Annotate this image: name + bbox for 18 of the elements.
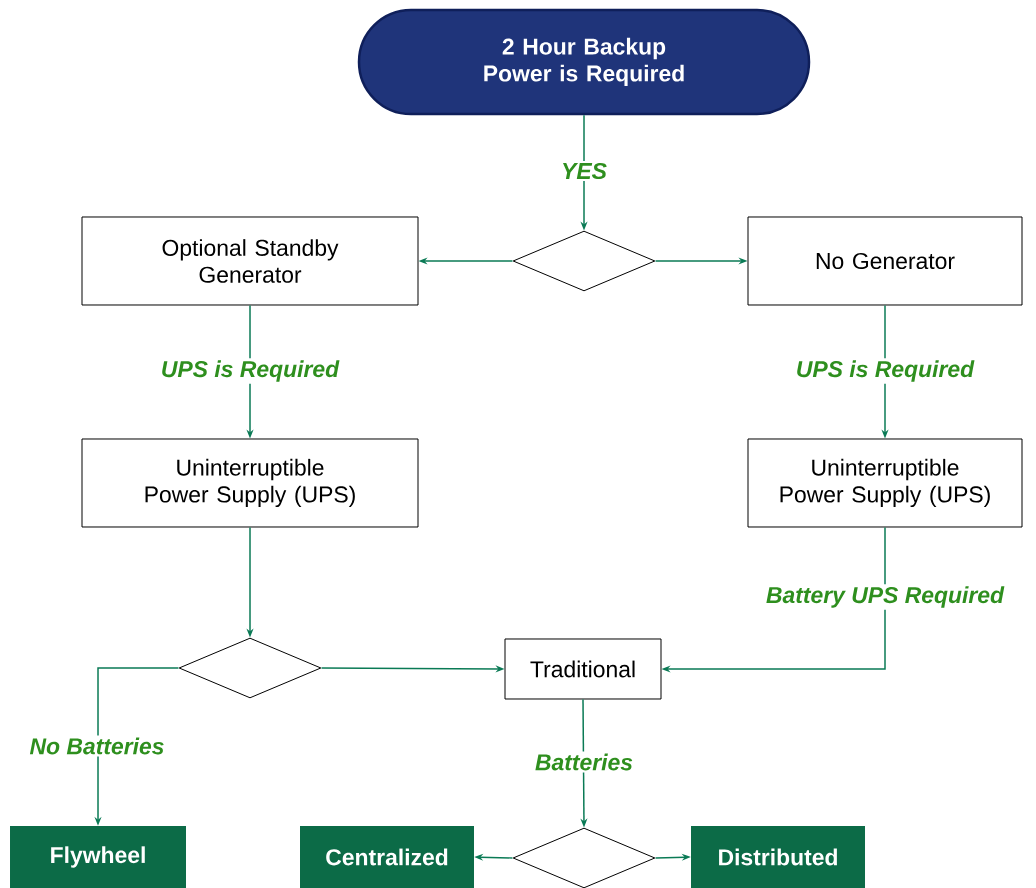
process-box: Optional Standby Generator (81, 216, 419, 306)
edge-label: Battery UPS Required (763, 584, 1007, 610)
decision-diamond (512, 827, 656, 888)
process-box: No Generator (747, 216, 1023, 306)
end-box: Flywheel (10, 826, 186, 888)
edge-label: UPS is Required (793, 358, 977, 384)
process-box: Uninterruptible Power Supply (UPS) (747, 438, 1023, 528)
end-box: Distributed (691, 826, 865, 888)
decision-diamond (178, 637, 322, 699)
start-terminal: 2 Hour Backup Power is Required (357, 8, 811, 116)
edge-label: YES (559, 160, 609, 182)
process-box: Uninterruptible Power Supply (UPS) (81, 438, 419, 528)
end-box: Centralized (300, 826, 474, 888)
edge-label: No Batteries (27, 735, 167, 757)
process-box: Traditional (504, 638, 662, 700)
edge-label: Batteries (533, 751, 636, 773)
edge-label: UPS is Required (158, 358, 342, 384)
decision-diamond (512, 230, 656, 292)
